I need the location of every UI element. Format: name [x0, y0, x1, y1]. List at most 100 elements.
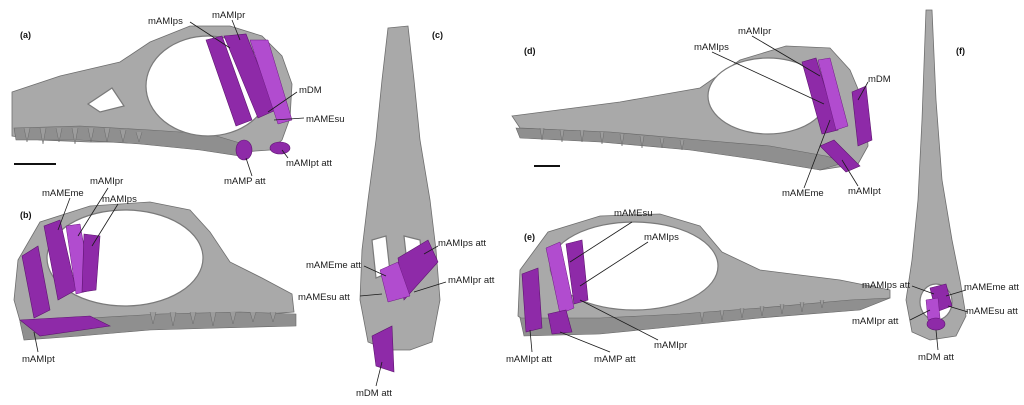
panel-e-label: (e): [524, 232, 535, 242]
panel-d: (d) mAMIpr mAMIps mDM mAMEme mAMIpt: [511, 26, 891, 199]
panel-a: (a) mAMIps mAMIpr mDM mAMEsu mAMIpt att …: [11, 10, 345, 187]
panel-a-muscle-mAMIpt-att: [269, 141, 291, 155]
panel-e-lower-jaw: [519, 297, 891, 337]
panel-d-label-mAMIps: mAMIps: [694, 42, 729, 53]
panel-d-label-mAMIpr: mAMIpr: [738, 26, 771, 37]
panel-a-leader-pt-att: [281, 149, 289, 159]
panel-a-leader-esu: [273, 117, 305, 121]
panel-d-muscle-mAMEme: [817, 57, 849, 131]
panel-a-label-mAMIpr: mAMIpr: [212, 10, 245, 21]
panel-e-label-mAMIpr: mAMIpr: [654, 340, 687, 351]
panel-e-label-mAMIps: mAMIps: [644, 232, 679, 243]
panel-f-leader-ps-att: [911, 285, 935, 295]
panel-d-lower-jaw: [515, 127, 848, 171]
panel-d-teeth: [539, 127, 685, 151]
panel-f-label-mDM-att: mDM att: [918, 352, 954, 363]
panel-c-label: (c): [432, 30, 443, 40]
panel-a-label-mAMIps: mAMIps: [148, 16, 183, 27]
panel-a-antorbital-opening: [86, 87, 125, 113]
panel-e: (e) mAMEsu mAMIps mAMIpt att mAMP att mA…: [506, 208, 891, 365]
panel-b-leader-ps: [91, 203, 119, 247]
panel-b-leader-me: [57, 197, 71, 231]
panel-f-muscle-mDM-att: [926, 317, 946, 331]
panel-e-leader-amp-att: [559, 331, 611, 353]
panel-b-label-mAMIpt: mAMIpt: [22, 354, 55, 365]
panel-d-label: (d): [524, 46, 536, 56]
panel-b-muscle-mAMIps: [81, 233, 101, 293]
panel-d-label-mAMEme: mAMEme: [782, 188, 824, 199]
panel-c: (c) mAMIps att mAMEme att mAMIpr att mAM…: [298, 25, 495, 399]
panel-b-label: (b): [20, 210, 32, 220]
panel-b-muscle-mAMEme-1: [21, 245, 51, 319]
panel-a-leader-ps: [189, 21, 231, 49]
panel-f-label-mAMIps-att: mAMIps att: [862, 280, 910, 291]
panel-e-label-mAMP-att: mAMP att: [594, 354, 636, 365]
panel-b-leader-pt: [33, 331, 39, 353]
panel-f-label: (f): [956, 46, 965, 56]
panel-e-leader-ps: [579, 241, 649, 287]
panel-c-label-mAMIpr-att: mAMIpr att: [448, 275, 495, 286]
panel-e-leader-pt-att: [529, 329, 533, 353]
panel-a-label-mAMEsu: mAMEsu: [306, 114, 345, 125]
panel-d-leader-ps: [711, 51, 825, 105]
panel-c-muscle-mAMEme-att: [379, 261, 411, 303]
panel-e-leader-su: [569, 221, 633, 263]
panel-a-muscle-mAMIps: [205, 35, 253, 127]
panel-c-leader-dm-att: [375, 361, 383, 387]
panel-f-muscle-mAMIpr-att: [925, 297, 941, 321]
panel-b-teeth: [149, 311, 277, 327]
panel-a-muscle-mAMP-att: [235, 139, 253, 161]
panel-f-leader-me-att: [945, 289, 967, 297]
panel-c-label-mAMEsu-att: mAMEsu att: [298, 292, 350, 303]
panel-c-muscle-mDM-att: [371, 325, 395, 373]
panel-d-label-mAMIpt: mAMIpt: [848, 186, 881, 197]
panel-f-label-mAMEsu-att: mAMEsu att: [966, 306, 1018, 317]
panel-b-label-mAMEme: mAMEme: [42, 188, 84, 199]
panel-c-leader-su-att: [359, 293, 383, 297]
panel-c-skull: [359, 25, 441, 351]
panel-c-leader-ps-att: [423, 245, 439, 255]
panel-d-leader-pr: [751, 35, 821, 77]
panel-a-label: (a): [20, 30, 31, 40]
panel-e-teeth: [699, 299, 825, 323]
panel-b-label-mAMIps: mAMIps: [102, 194, 137, 205]
panel-c-label-mAMIps-att: mAMIps att: [438, 238, 486, 249]
panel-d-muscle-mAMIps: [801, 57, 839, 135]
panel-b-label-mAMIpr: mAMIpr: [90, 176, 123, 187]
panel-e-muscle-mAMIpt-att: [521, 267, 543, 333]
panel-d-label-mDM: mDM: [868, 74, 891, 85]
panel-a-teeth: [23, 127, 143, 145]
panel-d-leader-pt: [841, 159, 859, 187]
panel-f-skull: [905, 9, 967, 341]
panel-e-muscle-mAMP-att: [547, 309, 573, 335]
panel-a-leader-amp-att: [245, 157, 253, 177]
panel-a-leader-pr: [231, 19, 241, 41]
panel-f-leader-su-att: [947, 305, 969, 313]
panel-e-muscle-mAMIps: [565, 239, 589, 305]
panel-a-label-mAMIpt-att: mAMIpt att: [286, 158, 332, 169]
panel-a-leader-dm: [267, 91, 298, 113]
panel-c-leader-me-att: [363, 265, 387, 277]
panel-c-label-mAMEme-att: mAMEme att: [306, 260, 361, 271]
panel-e-leader-pr: [579, 299, 659, 341]
panel-e-label-mAMIpt-att: mAMIpt att: [506, 354, 552, 365]
panel-b-leader-pr: [77, 187, 109, 237]
panel-d-muscle-mDM: [851, 85, 873, 147]
panel-b: (b) mAMEme mAMIpr mAMIps mAMIpt: [13, 176, 297, 365]
panel-f-label-mAMIpr-att: mAMIpr att: [852, 316, 899, 327]
panel-a-label-mAMP-att: mAMP att: [224, 176, 266, 187]
panel-d-leader-dm: [857, 81, 869, 101]
panel-c-leader-pr-att: [413, 281, 447, 293]
panel-d-leader-me: [803, 119, 831, 189]
panel-d-muscle-mAMIpt: [819, 139, 861, 173]
panel-b-muscle-mAMIpt: [19, 315, 111, 337]
panel-f-leader-dm-att: [935, 329, 939, 351]
panel-f: (f) mAMIps att mAMEme att mAMEsu att mAM…: [852, 9, 1019, 363]
panel-e-muscle-mAMEsu: [545, 241, 575, 315]
panel-c-label-mDM-att: mDM att: [356, 388, 392, 399]
panel-f-label-mAMEme-att: mAMEme att: [964, 282, 1019, 293]
panel-e-label-mAMEsu: mAMEsu: [614, 208, 653, 219]
panel-f-leader-pr-att: [909, 309, 931, 321]
panel-a-label-mDM: mDM: [299, 85, 322, 96]
